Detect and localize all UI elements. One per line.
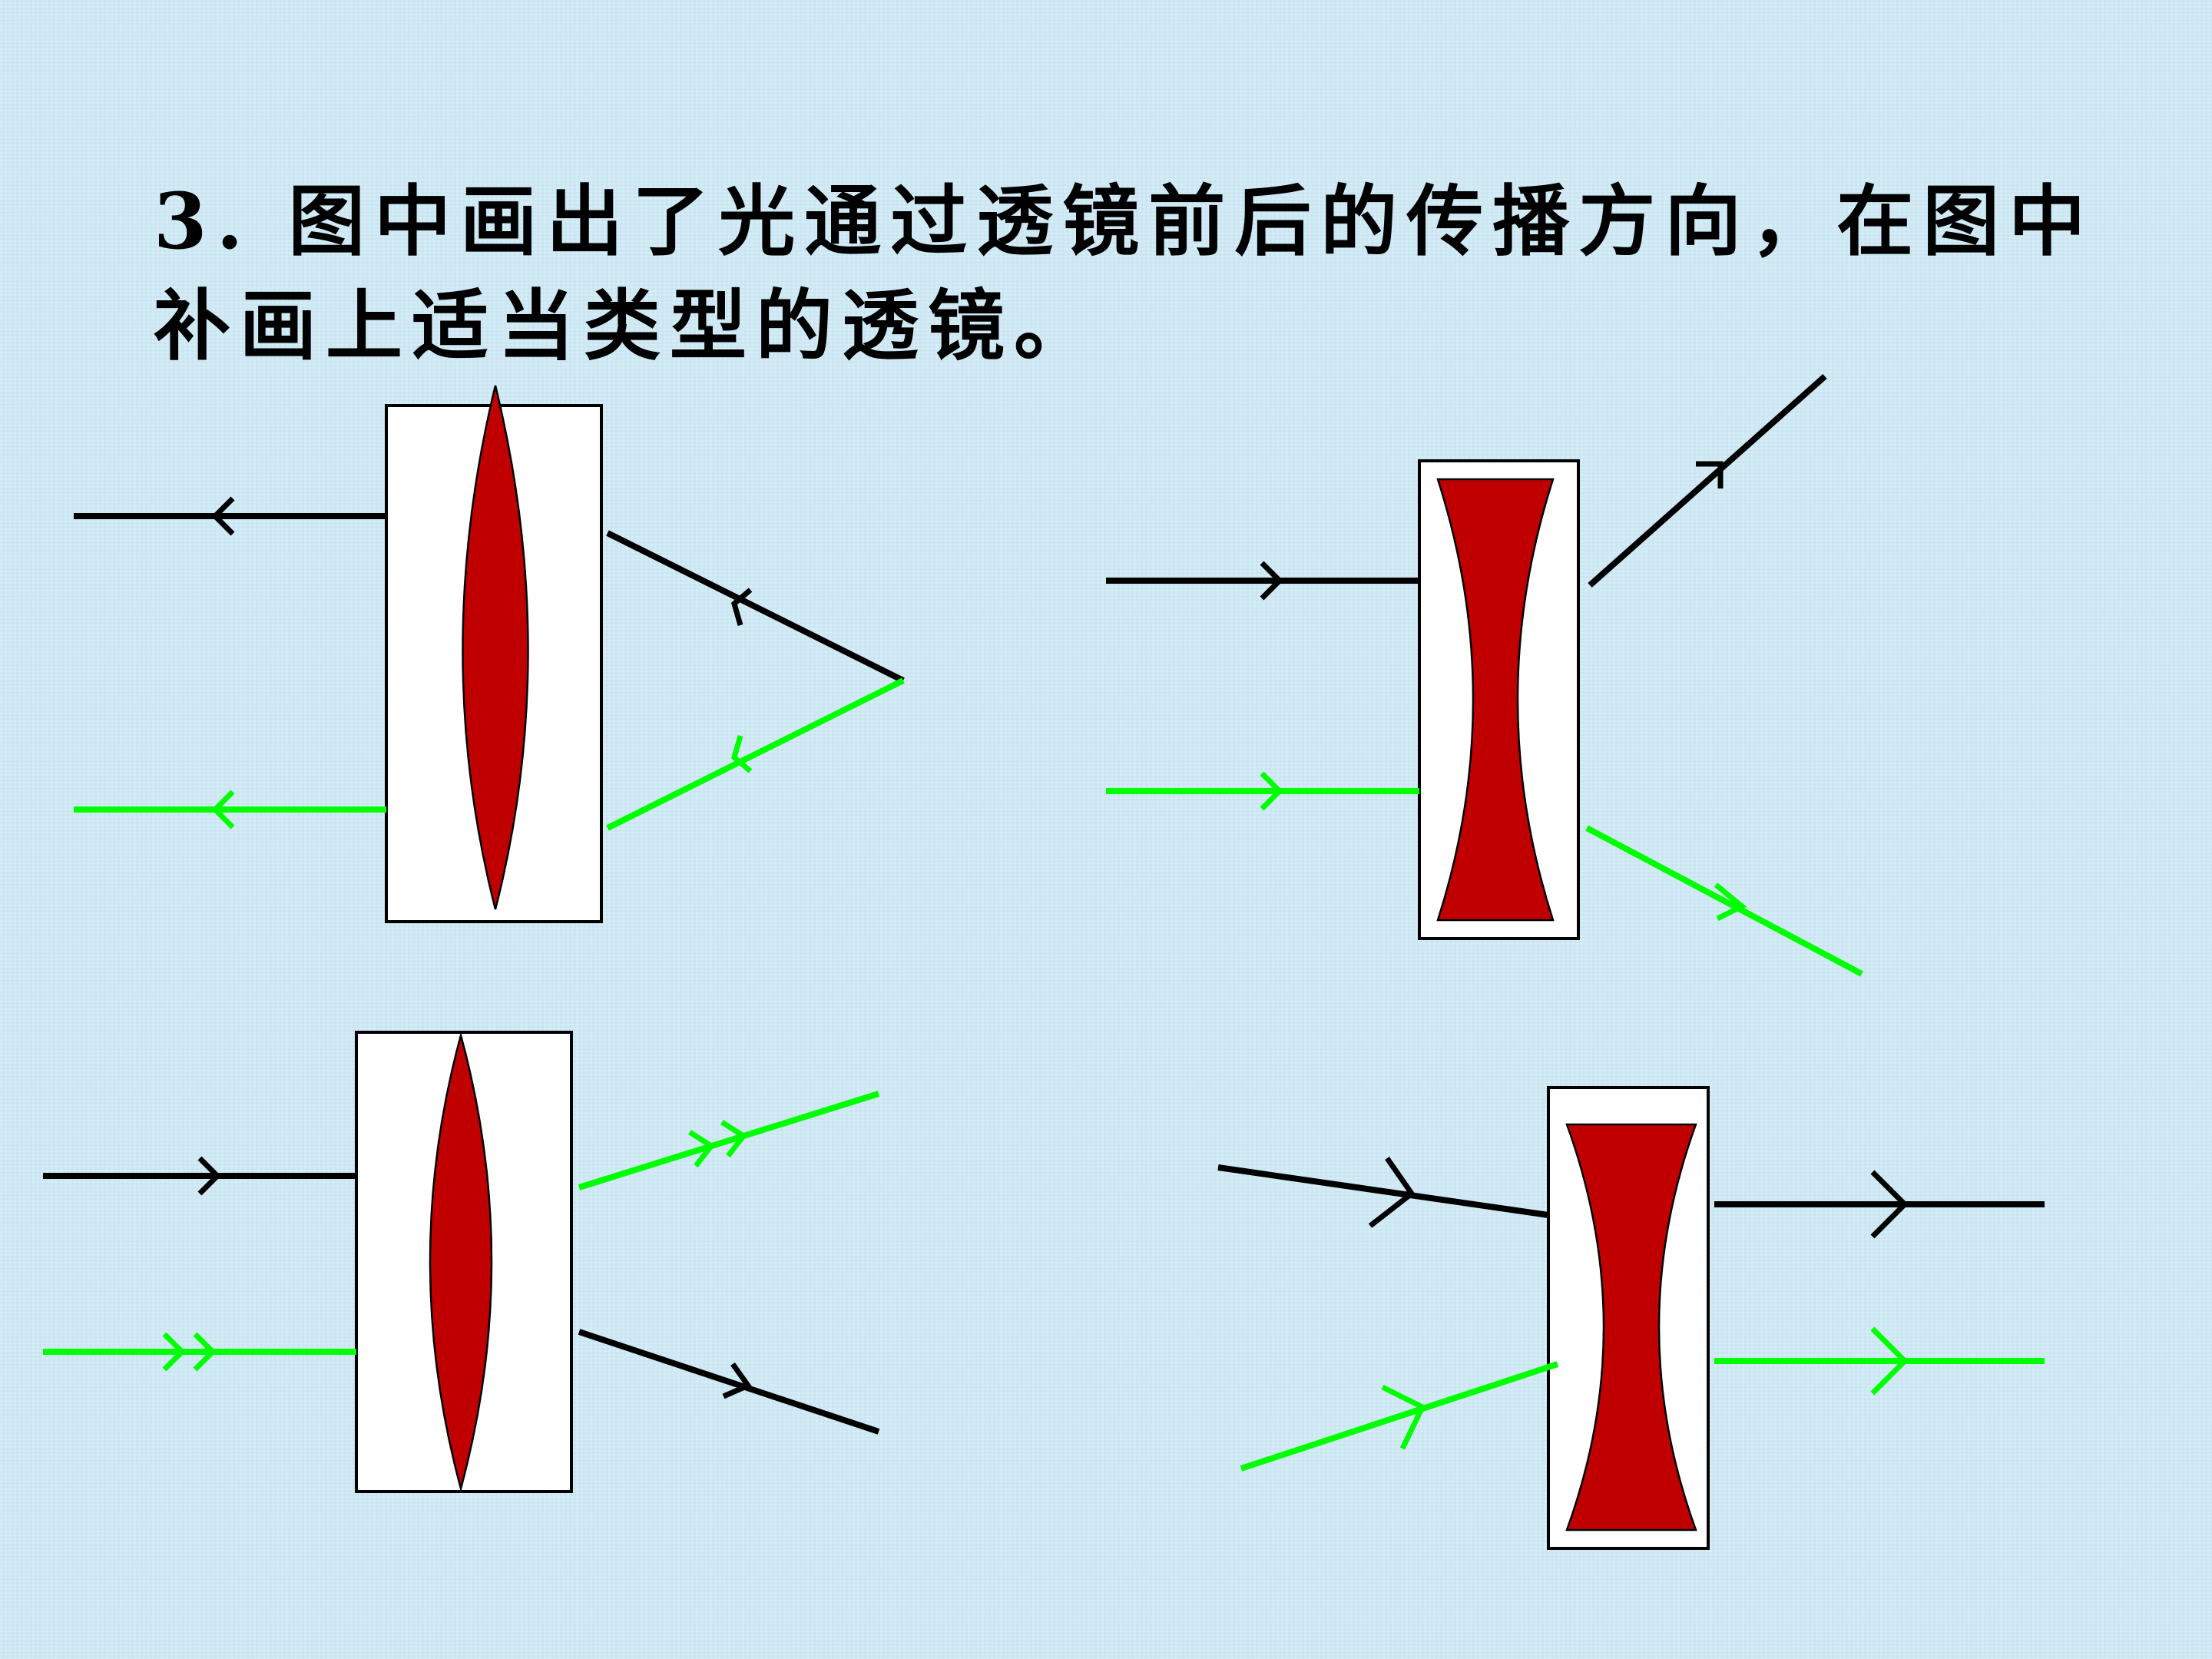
arrow-head <box>1381 1384 1426 1450</box>
panel-top-left <box>74 385 905 923</box>
convex-lens <box>429 1031 493 1492</box>
question-text: 3. 图中画出了光通过透镜前后的传播方向，在图中补画上适当类型的透镜。 <box>154 169 2120 378</box>
panel-bottom-left <box>43 1031 880 1493</box>
arrow-head <box>162 1332 186 1372</box>
convex-lens <box>462 385 529 910</box>
arrow-head <box>1260 561 1283 601</box>
arrow-head <box>1870 1170 1909 1239</box>
arrow-head <box>211 496 235 536</box>
arrow-head <box>193 1332 217 1372</box>
arrow-head <box>731 735 753 773</box>
question-body: 图中画出了光通过透镜前后的传播方向，在图中补画上适当类型的透镜。 <box>154 176 2095 371</box>
panel-bottom-right <box>1217 1086 2045 1550</box>
ray-green-incoming <box>1240 1361 1559 1472</box>
arrow-head <box>1368 1157 1416 1228</box>
arrow-head <box>1260 771 1283 811</box>
arrow-head <box>1714 882 1747 922</box>
ray-black-incoming <box>1217 1164 1549 1218</box>
ray-green-outgoing <box>578 1091 880 1190</box>
arrow-head <box>197 1156 221 1196</box>
arrow-head <box>688 1130 716 1168</box>
concave-lens <box>1565 1123 1697 1532</box>
concave-lens <box>1436 478 1555 922</box>
arrow-head <box>1696 461 1724 488</box>
ray-green-outgoing <box>1585 825 1863 977</box>
ray-black-incoming <box>606 530 905 684</box>
ray-green-incoming <box>606 677 905 831</box>
ray-black-outgoing <box>1588 374 1827 588</box>
panel-top-right <box>1106 374 1863 977</box>
arrow-head <box>211 790 235 830</box>
arrow-head <box>722 1362 753 1399</box>
question-number: 3. <box>154 176 253 267</box>
arrow-head <box>731 588 753 626</box>
ray-black-outgoing <box>578 1329 880 1435</box>
arrow-head <box>1870 1326 1909 1396</box>
arrow-head <box>720 1120 748 1158</box>
